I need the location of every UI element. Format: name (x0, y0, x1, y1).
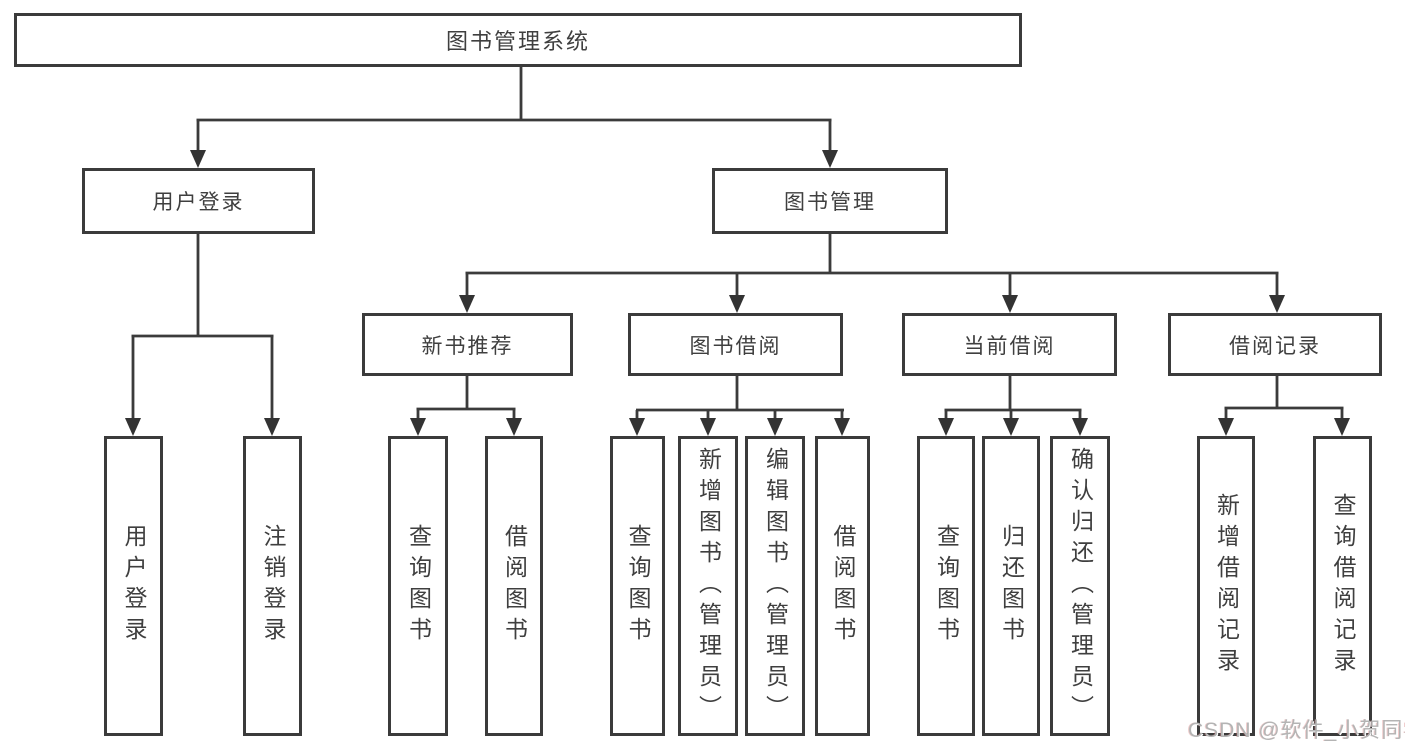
leaf-label: 新增图书（管理员） (695, 446, 722, 726)
leaf-label: 用户登录 (121, 524, 147, 648)
leaf-label: 查询图书 (933, 524, 960, 648)
leaf-label: 确认归还（管理员） (1067, 446, 1094, 726)
node-borrowing-records: 借阅记录 (1168, 313, 1382, 376)
leaf-borrow-query-books: 查询图书 (610, 436, 665, 736)
leaf-borrow-books: 借阅图书 (485, 436, 543, 736)
leaf-label: 归还图书 (998, 524, 1025, 648)
leaf-label: 查询图书 (625, 524, 651, 648)
node-book-borrowing: 图书借阅 (628, 313, 843, 376)
node-label: 借阅记录 (1229, 334, 1321, 358)
node-label: 新书推荐 (421, 334, 514, 358)
leaf-query-books: 查询图书 (388, 436, 448, 736)
node-new-book-recommendation: 新书推荐 (362, 313, 573, 376)
leaf-label: 查询借阅记录 (1330, 493, 1356, 679)
node-book-management: 图书管理 (712, 168, 948, 234)
node-label: 图书借阅 (689, 334, 782, 358)
leaf-edit-book-admin: 编辑图书（管理员） (745, 436, 805, 736)
leaf-label: 注销登录 (260, 524, 286, 648)
leaf-borrow-book: 借阅图书 (815, 436, 870, 736)
node-label: 图书管理 (784, 191, 876, 214)
node-user-login: 用户登录 (82, 168, 315, 234)
leaf-confirm-return-admin: 确认归还（管理员） (1050, 436, 1110, 736)
leaf-add-book-admin: 新增图书（管理员） (678, 436, 738, 736)
leaf-query-borrow-record: 查询借阅记录 (1313, 436, 1372, 736)
leaf-label: 查询图书 (405, 524, 432, 648)
node-label: 图书管理系统 (445, 29, 590, 54)
leaf-add-borrow-record: 新增借阅记录 (1197, 436, 1255, 736)
node-library-management-system: 图书管理系统 (14, 13, 1022, 67)
leaf-label: 编辑图书（管理员） (762, 446, 789, 726)
leaf-current-query-books: 查询图书 (917, 436, 975, 736)
node-current-borrowing: 当前借阅 (902, 313, 1117, 376)
leaf-logout: 注销登录 (243, 436, 302, 736)
leaf-return-book: 归还图书 (982, 436, 1040, 736)
leaf-label: 借阅图书 (830, 524, 856, 648)
node-label: 当前借阅 (963, 334, 1056, 358)
leaf-label: 新增借阅记录 (1213, 493, 1240, 679)
leaf-label: 借阅图书 (501, 524, 528, 648)
node-label: 用户登录 (152, 191, 245, 214)
leaf-user-login: 用户登录 (104, 436, 163, 736)
csdn-watermark: CSDN @软件_小贺同学 (1188, 719, 1405, 742)
